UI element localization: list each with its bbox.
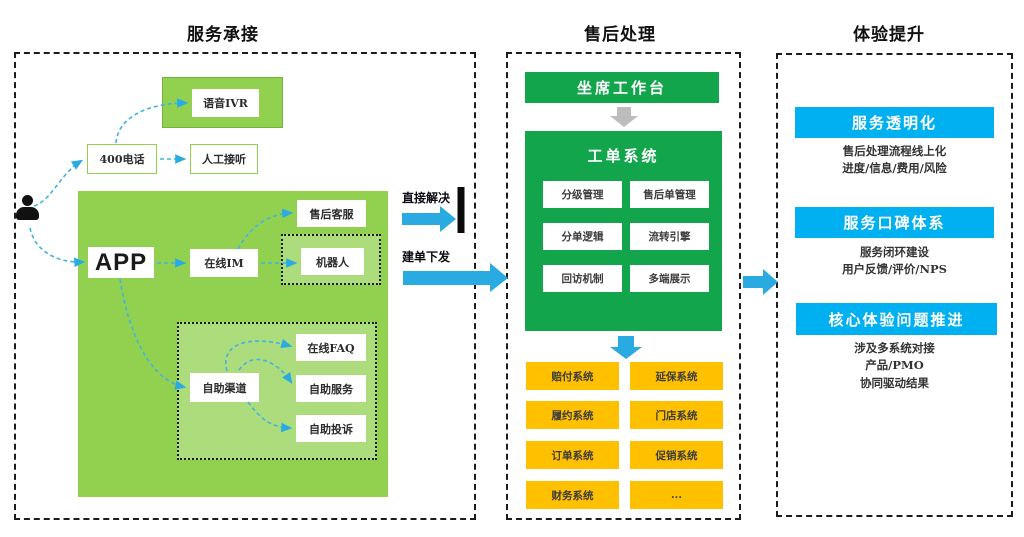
desc-line: 涉及多系统对接 (854, 341, 935, 355)
user-icon-head (22, 195, 33, 206)
desc-line: 用户反馈/评价/NPS (842, 262, 947, 277)
ticket-system-title: 工单系统 (587, 147, 660, 165)
system-promotion: 促销系统 (630, 441, 723, 469)
node-self-complaint: 自助投诉 (296, 415, 366, 442)
arrow-middle-to-right (743, 269, 778, 295)
card-core-experience-title: 核心体验问题推进 (796, 303, 997, 335)
label-direct-resolve: 直接解决 (401, 191, 450, 205)
node-robot: 机器人 (301, 248, 364, 275)
section-title-service-intake: 服务承接 (187, 25, 259, 45)
user-icon-body (16, 207, 39, 220)
node-manual-answer: 人工接听 (190, 144, 258, 174)
desc-line: 进度/信息/费用/风险 (842, 161, 947, 176)
section-title-experience-improvement: 体验提升 (853, 25, 925, 45)
card-service-reputation-title: 服务口碑体系 (795, 207, 994, 238)
node-voice-ivr: 语音IVR (192, 89, 259, 117)
desc-line: 售后处理流程线上化 (842, 144, 947, 158)
card-service-reputation-desc: 服务闭环建设 用户反馈/评价/NPS (791, 244, 998, 279)
label-create-ticket: 建单下发 (401, 250, 450, 264)
module-flow-engine: 流转引擎 (630, 223, 709, 250)
system-more: ... (630, 481, 723, 509)
card-core-experience-desc: 涉及多系统对接 产品/PMO 协同驱动结果 (791, 340, 998, 392)
system-compensation: 赔付系统 (526, 362, 619, 390)
agent-workbench-header: 坐席工作台 (525, 72, 719, 103)
module-callback-mechanism: 回访机制 (543, 265, 622, 292)
desc-line: 服务闭环建设 (860, 245, 929, 259)
node-self-channel: 自助渠道 (190, 373, 259, 402)
system-store: 门店系统 (630, 401, 723, 429)
node-aftersales-support: 售后客服 (297, 200, 366, 227)
module-aftersales-order-mgmt: 售后单管理 (630, 181, 709, 208)
node-400-phone: 400电话 (87, 144, 157, 174)
module-dispatch-logic: 分单逻辑 (543, 223, 622, 250)
node-online-im: 在线IM (190, 249, 258, 277)
desc-line: 协同驱动结果 (860, 375, 929, 390)
card-service-transparency-title: 服务透明化 (795, 107, 994, 138)
module-multi-terminal-display: 多端展示 (630, 265, 709, 292)
system-extended-warranty: 延保系统 (630, 362, 723, 390)
system-order: 订单系统 (526, 441, 619, 469)
card-service-transparency-desc: 售后处理流程线上化 进度/信息/费用/风险 (791, 143, 998, 178)
node-self-service: 自助服务 (296, 375, 366, 402)
system-fulfillment: 履约系统 (526, 401, 619, 429)
node-online-faq: 在线FAQ (296, 334, 366, 361)
desc-line: 产品/PMO (865, 358, 924, 373)
system-finance: 财务系统 (526, 481, 619, 509)
module-grading-mgmt: 分级管理 (543, 181, 622, 208)
section-title-aftersales-processing: 售后处理 (584, 25, 656, 45)
node-app: APP (88, 247, 154, 278)
